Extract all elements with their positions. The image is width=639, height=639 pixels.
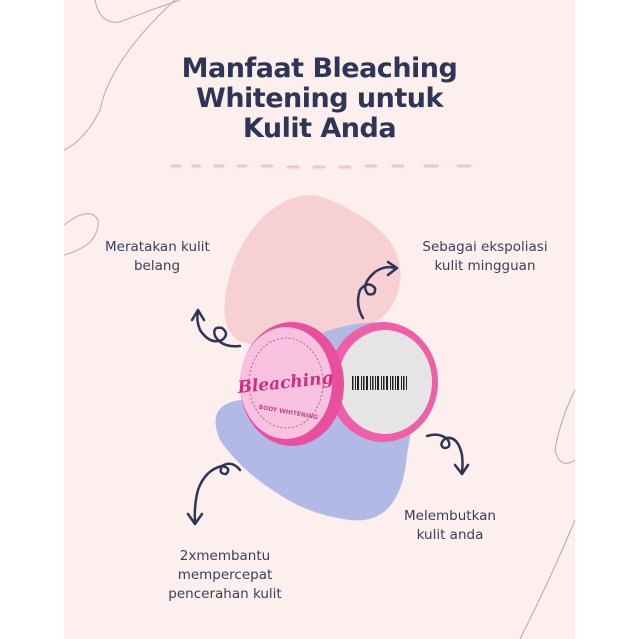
benefit-text: pencerahan kulit — [168, 586, 282, 602]
arrowhead-icon — [190, 308, 206, 322]
page-title: Manfaat Bleaching Whitening untuk Kulit … — [0, 54, 639, 144]
benefit-exfoliation: Sebagai ekspoliasi kulit mingguan — [420, 238, 550, 276]
decorative-curve — [94, 0, 181, 23]
decorative-curve — [63, 213, 99, 256]
arrowhead-icon — [386, 260, 399, 277]
benefit-even-skin: Meratakan kulit belang — [105, 238, 210, 276]
title-line: Manfaat Bleaching — [181, 53, 458, 84]
title-line: Whitening untuk — [196, 83, 443, 114]
pink-blob — [224, 195, 401, 345]
benefit-text: kulit anda — [416, 527, 484, 543]
product-image: Bleaching BODY WHITENING — [236, 322, 438, 446]
curly-arrow-icon — [425, 433, 464, 474]
barcode-icon — [352, 376, 407, 390]
decorative-curve — [519, 519, 576, 639]
arrowhead-icon — [453, 463, 470, 476]
benefit-text: kulit mingguan — [434, 258, 536, 274]
dashed-divider — [170, 164, 472, 169]
title-line: Kulit Anda — [242, 113, 397, 144]
benefit-brightening: 2xmembantu mempercepat pencerahan kulit — [165, 547, 285, 604]
curly-arrow-icon — [356, 265, 397, 320]
jar-lid — [240, 327, 332, 439]
curly-arrow-icon — [193, 462, 242, 524]
benefit-text: Sebagai ekspoliasi — [422, 239, 548, 255]
benefit-text: belang — [133, 258, 181, 274]
benefit-text: Melembutkan — [404, 508, 496, 524]
curly-arrow-icon — [196, 310, 242, 348]
benefit-text: Meratakan kulit — [105, 239, 210, 255]
benefit-soften-skin: Melembutkan kulit anda — [400, 507, 500, 545]
arrowhead-icon — [186, 512, 204, 526]
decorative-curve — [63, 0, 176, 151]
decorative-curve — [554, 389, 576, 464]
benefit-text: mempercepat — [177, 567, 273, 583]
benefit-text: 2xmembantu — [179, 548, 271, 564]
